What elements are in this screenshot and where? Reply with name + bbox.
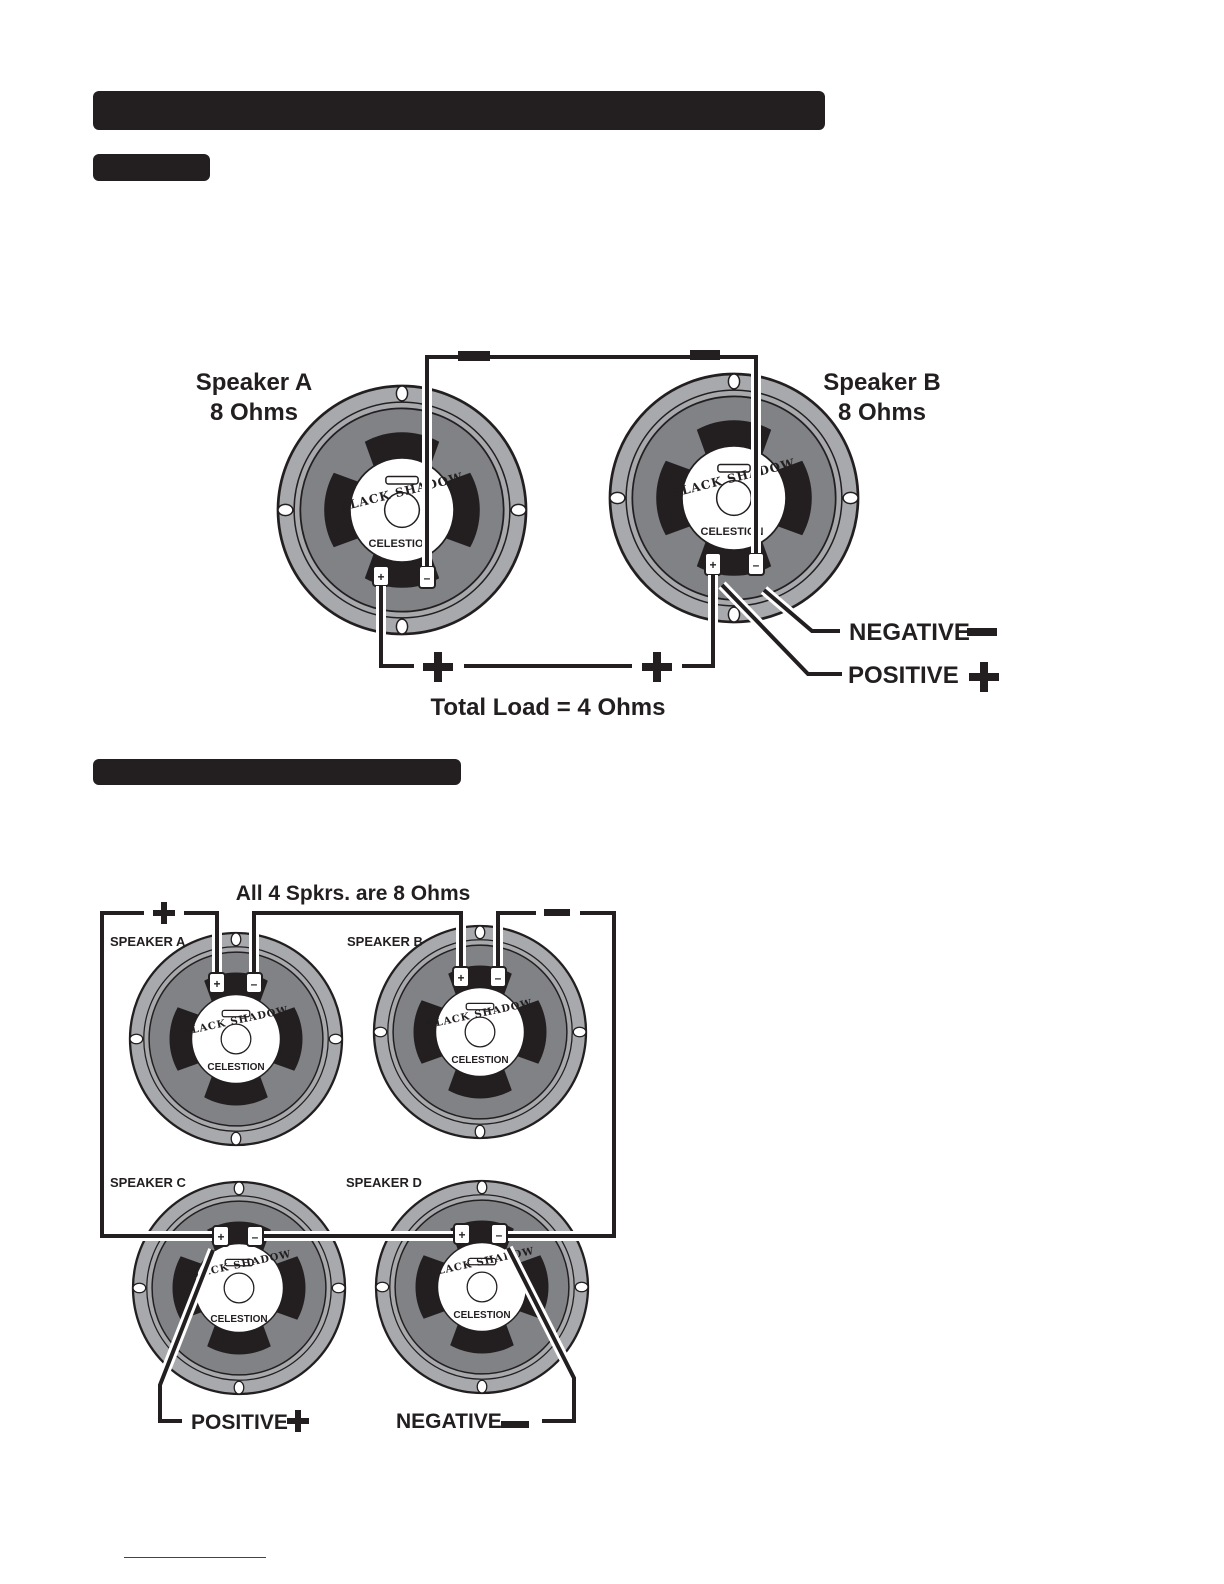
footer-link-underline: [124, 1557, 266, 1558]
speaker-maker: CELESTION: [369, 538, 432, 550]
speaker-maker: CELESTION: [210, 1314, 267, 1325]
speaker-maker: CELESTION: [453, 1310, 510, 1321]
minus-icon: [967, 628, 997, 636]
minus-icon: [690, 350, 720, 360]
negative-label: NEGATIVE: [849, 619, 970, 646]
plus-icon: +: [709, 558, 716, 572]
speaker-b-2: BLACK SHADOW CELESTION: [374, 926, 586, 1138]
speaker-a-1: BLACK SHADOW CELESTION + –: [278, 386, 526, 634]
section2-wiring: [97, 900, 619, 1426]
minus-icon: –: [753, 558, 760, 572]
speaker-maker: CELESTION: [701, 526, 764, 538]
plus-icon: +: [457, 971, 464, 985]
speaker-a-2: BLACK SHADOW CELESTION: [130, 933, 342, 1145]
minus-icon: –: [495, 971, 502, 985]
speaker-a-ohms: 8 Ohms: [210, 399, 298, 426]
positive-label: POSITIVE: [848, 662, 959, 689]
section1-positive-wire: [376, 575, 718, 682]
positive-label-2: POSITIVE: [191, 1411, 288, 1434]
minus-icon: [458, 351, 490, 361]
minus-icon: –: [251, 977, 258, 991]
speaker-icon: [278, 386, 526, 634]
terminals-2: + – + – + – + –: [208, 966, 508, 1247]
negative-label-2: NEGATIVE: [396, 1410, 502, 1433]
title-bar: [93, 91, 825, 130]
plus-icon: [969, 662, 999, 692]
speaker-b-ohms: 8 Ohms: [838, 399, 926, 426]
minus-icon: [544, 909, 570, 916]
speaker-a-label-2: SPEAKER A: [110, 934, 186, 949]
plus-icon: +: [217, 1230, 224, 1244]
speaker-b-1: BLACK SHADOW CELESTION + –: [610, 374, 858, 622]
section-tab-2: [93, 759, 461, 785]
speaker-icon: [376, 1181, 588, 1393]
plus-icon: +: [377, 570, 384, 584]
plus-icon: +: [458, 1228, 465, 1242]
speaker-d-label-2: SPEAKER D: [346, 1175, 422, 1190]
speaker-a-name: Speaker A: [196, 369, 313, 396]
speaker-b-name: Speaker B: [823, 369, 940, 396]
speaker-b-label-2: SPEAKER B: [347, 934, 423, 949]
speaker-icon: [374, 926, 586, 1138]
plus-icon: [287, 1410, 309, 1432]
total-load-label: Total Load = 4 Ohms: [431, 694, 666, 721]
minus-icon: –: [252, 1230, 259, 1244]
minus-icon: –: [424, 571, 431, 585]
minus-icon: [501, 1421, 529, 1428]
plus-icon: +: [213, 977, 220, 991]
all-speakers-heading: All 4 Spkrs. are 8 Ohms: [236, 882, 471, 905]
speaker-c-label-2: SPEAKER C: [110, 1175, 186, 1190]
speaker-d-2: BLACK SHADOW CELESTION: [376, 1181, 588, 1393]
speaker-icon: [130, 933, 342, 1145]
speaker-maker: CELESTION: [207, 1062, 264, 1073]
callout-leaders-1: [718, 581, 842, 679]
section-tab-1: [93, 154, 210, 181]
minus-icon: –: [496, 1228, 503, 1242]
speaker-maker: CELESTION: [451, 1055, 508, 1066]
speaker-icon: [610, 374, 858, 622]
section1-negative-wire: [422, 350, 761, 566]
